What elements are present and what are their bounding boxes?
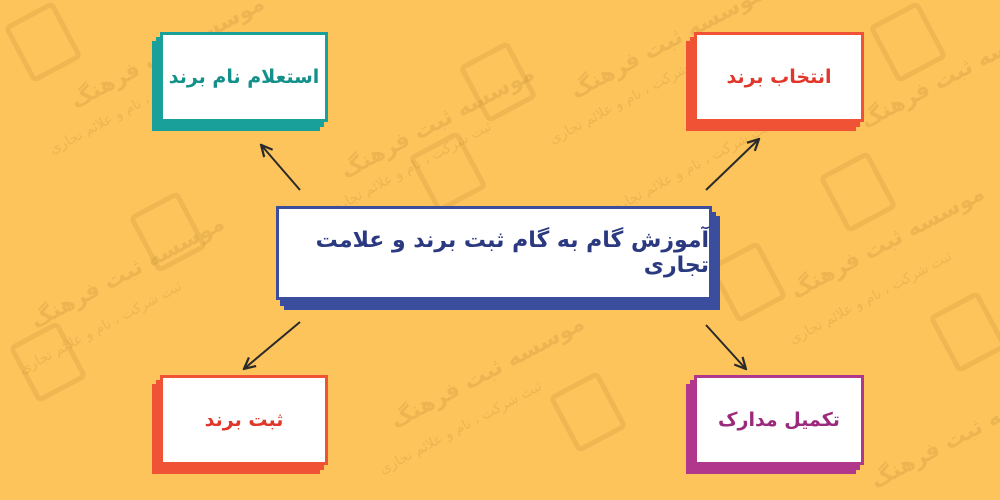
diagram-title: آموزش گام به گام ثبت برند و علامت تجاری bbox=[315, 228, 709, 278]
step-box-selection: انتخاب برند bbox=[694, 32, 864, 122]
step-label-documents: تکمیل مدارک bbox=[718, 409, 840, 431]
arrow-to-documents bbox=[705, 324, 745, 368]
step-label-registration: ثبت برند bbox=[204, 409, 284, 431]
arrow-to-registration bbox=[245, 321, 301, 368]
step-box-registration: ثبت برند bbox=[160, 375, 328, 465]
title-box: آموزش گام به گام ثبت برند و علامت تجاری bbox=[276, 206, 712, 300]
step-label-inquiry: استعلام نام برند bbox=[168, 66, 320, 88]
step-box-inquiry: استعلام نام برند bbox=[160, 32, 328, 122]
step-label-selection: انتخاب برند bbox=[726, 66, 832, 88]
arrow-to-selection bbox=[705, 140, 758, 191]
step-box-documents: تکمیل مدارک bbox=[694, 375, 864, 465]
arrow-to-inquiry bbox=[262, 146, 301, 191]
